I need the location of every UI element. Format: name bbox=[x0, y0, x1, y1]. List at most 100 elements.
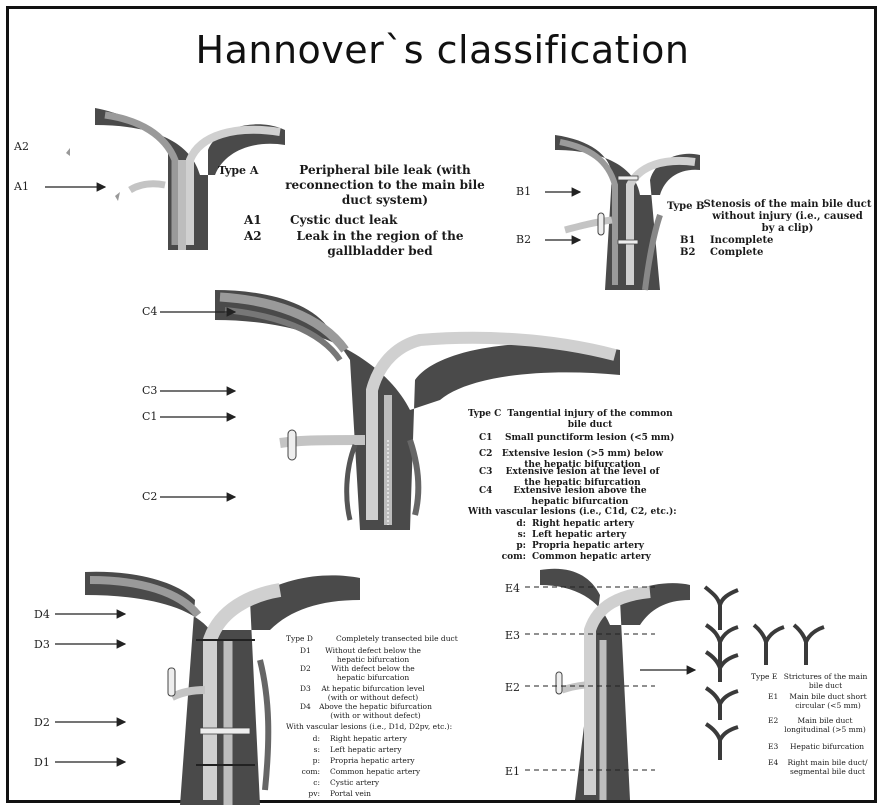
type-d-vascular-code: p: bbox=[290, 756, 320, 765]
type-a-a2-line: gallbladder bed bbox=[280, 244, 480, 259]
type-d-vascular-text: Right hepatic artery bbox=[330, 734, 407, 743]
type-e-e4-line: segmental bile duct bbox=[780, 767, 875, 776]
pointer-label-a2: A2 bbox=[14, 140, 29, 153]
type-c-c4-text: Extensive lesion above the hepatic bifur… bbox=[500, 486, 660, 508]
type-b-b1-code: B1 bbox=[680, 235, 695, 247]
type-c-c1-code: C1 bbox=[479, 433, 492, 444]
type-c-vascular-heading: With vascular lesions (i.e., C1d, C2, et… bbox=[468, 507, 677, 518]
type-d-vascular-code: pv: bbox=[290, 789, 320, 798]
type-d-vascular-heading: With vascular lesions (i.e., D1d, D2pv, … bbox=[286, 722, 452, 731]
type-a-a2-text: Leak in the region of the gallbladder be… bbox=[280, 229, 480, 259]
type-b-desc-line: Stenosis of the main bile duct bbox=[700, 199, 875, 211]
type-c-vascular-code: d: bbox=[496, 519, 526, 530]
type-c-vascular-text: Propria hepatic artery bbox=[532, 541, 644, 552]
type-d-vascular-text: Left hepatic artery bbox=[330, 745, 401, 754]
pointer-label-d2: D2 bbox=[34, 716, 50, 729]
type-c-c3-code: C3 bbox=[479, 467, 492, 478]
type-b-description: Stenosis of the main bile duct without i… bbox=[700, 199, 875, 235]
type-a-a2-line: Leak in the region of the bbox=[280, 229, 480, 244]
type-c-vascular-text: Right hepatic artery bbox=[532, 519, 634, 530]
type-d-vascular-text: Propria hepatic artery bbox=[330, 756, 415, 765]
type-b-desc-line: by a clip) bbox=[700, 223, 875, 235]
type-a-a1-code: A1 bbox=[244, 213, 262, 228]
pointer-label-d1: D1 bbox=[34, 756, 50, 769]
type-c-c1-text: Small punctiform lesion (<5 mm) bbox=[505, 433, 674, 444]
type-d-d1-line: hepatic bifurcation bbox=[318, 655, 428, 664]
pointer-label-e3: E3 bbox=[505, 629, 520, 642]
type-d-d1-code: D1 bbox=[300, 646, 311, 655]
type-d-vascular-text: Common hepatic artery bbox=[330, 767, 420, 776]
type-a-a2-code: A2 bbox=[244, 229, 262, 244]
pointer-label-c1: C1 bbox=[142, 410, 157, 423]
type-e-illustration bbox=[525, 569, 690, 800]
type-d-heading: Type D bbox=[286, 634, 313, 643]
type-c-c2-code: C2 bbox=[479, 449, 492, 460]
pointer-label-b1: B1 bbox=[516, 185, 531, 198]
pointer-label-e1: E1 bbox=[505, 765, 520, 778]
type-e-e2-line: longitudinal (>5 mm) bbox=[780, 725, 870, 734]
type-d-d1-text: Without defect below the hepatic bifurca… bbox=[318, 646, 428, 664]
type-c-vascular-code: s: bbox=[496, 530, 526, 541]
type-d-d2-code: D2 bbox=[300, 664, 311, 673]
type-a-desc-line: duct system) bbox=[280, 193, 490, 208]
type-a-desc-line: Peripheral bile leak (with bbox=[280, 163, 490, 178]
pointer-label-c3: C3 bbox=[142, 384, 157, 397]
type-e-e1-line: Main bile duct short bbox=[783, 692, 873, 701]
pointer-label-a1: A1 bbox=[14, 180, 29, 193]
type-a-desc-line: reconnection to the main bile bbox=[280, 178, 490, 193]
type-d-d3-line: (with or without defect) bbox=[318, 693, 428, 702]
type-e-heading-line: Strictures of the main bbox=[778, 672, 873, 681]
type-d-d3-code: D3 bbox=[300, 684, 311, 693]
type-e-e3-text: Hepatic bifurcation bbox=[790, 742, 864, 751]
type-d-vascular-text: Cystic artery bbox=[330, 778, 379, 787]
type-c-c3-line: Extensive lesion at the level of bbox=[500, 467, 665, 478]
type-e-e3-code: E3 bbox=[768, 742, 778, 751]
type-e-e2-code: E2 bbox=[768, 716, 778, 725]
type-d-d3-text: At hepatic bifurcation level (with or wi… bbox=[318, 684, 428, 702]
type-a-a1-text: Cystic duct leak bbox=[290, 213, 397, 228]
type-c-desc-line: bile duct bbox=[505, 420, 675, 431]
type-b-heading: Type B bbox=[667, 201, 704, 213]
type-d-vascular-code: c: bbox=[290, 778, 320, 787]
type-c-description: Tangential injury of the common bile duc… bbox=[505, 409, 675, 431]
type-d-heading-text: Completely transected bile duct bbox=[336, 634, 458, 643]
type-c-desc-line: Tangential injury of the common bbox=[505, 409, 675, 420]
type-c-vascular-text: Left hepatic artery bbox=[532, 530, 626, 541]
type-b-desc-line: without injury (i.e., caused bbox=[700, 211, 875, 223]
type-e-e4-text: Right main bile duct/ segmental bile duc… bbox=[780, 758, 875, 776]
pointer-label-d4: D4 bbox=[34, 608, 50, 621]
type-d-vascular-code: com: bbox=[290, 767, 320, 776]
type-d-d4-line: (with or without defect) bbox=[318, 711, 433, 720]
type-e-e1-line: circular (<5 mm) bbox=[783, 701, 873, 710]
pointer-label-c2: C2 bbox=[142, 490, 157, 503]
type-d-d4-code: D4 bbox=[300, 702, 311, 711]
type-c-vascular-code: com: bbox=[496, 552, 526, 563]
type-e-e2-text: Main bile duct longitudinal (>5 mm) bbox=[780, 716, 870, 734]
type-a-heading: Type A bbox=[218, 163, 258, 178]
pointer-label-d3: D3 bbox=[34, 638, 50, 651]
type-b-b2-text: Complete bbox=[710, 247, 763, 259]
type-c-heading: Type C bbox=[468, 409, 501, 420]
pointer-label-b2: B2 bbox=[516, 233, 531, 246]
type-e-e4-line: Right main bile duct/ bbox=[780, 758, 875, 767]
type-d-vascular-text: Portal vein bbox=[330, 789, 371, 798]
pointer-label-e4: E4 bbox=[505, 582, 520, 595]
pointer-label-e2: E2 bbox=[505, 681, 520, 694]
type-d-d1-line: Without defect below the bbox=[318, 646, 428, 655]
type-d-vascular-code: d: bbox=[290, 734, 320, 743]
type-d-vascular-code: s: bbox=[290, 745, 320, 754]
type-e-heading: Type E bbox=[751, 672, 777, 681]
type-c-c2-line: Extensive lesion (>5 mm) below bbox=[500, 449, 665, 460]
page-title: Hannover`s classification bbox=[0, 28, 885, 72]
type-c-vascular-text: Common hepatic artery bbox=[532, 552, 651, 563]
type-c-c4-line: Extensive lesion above the bbox=[500, 486, 660, 497]
type-c-c4-code: C4 bbox=[479, 486, 492, 497]
type-e-e2-line: Main bile duct bbox=[780, 716, 870, 725]
type-d-d2-line: With defect below the bbox=[318, 664, 428, 673]
type-b-b1-text: Incomplete bbox=[710, 235, 773, 247]
type-e-heading-text: Strictures of the main bile duct bbox=[778, 672, 873, 690]
type-c-vascular-code: p: bbox=[496, 541, 526, 552]
type-d-d4-text: Above the hepatic bifurcation (with or w… bbox=[318, 702, 433, 720]
type-b-b2-code: B2 bbox=[680, 247, 695, 259]
